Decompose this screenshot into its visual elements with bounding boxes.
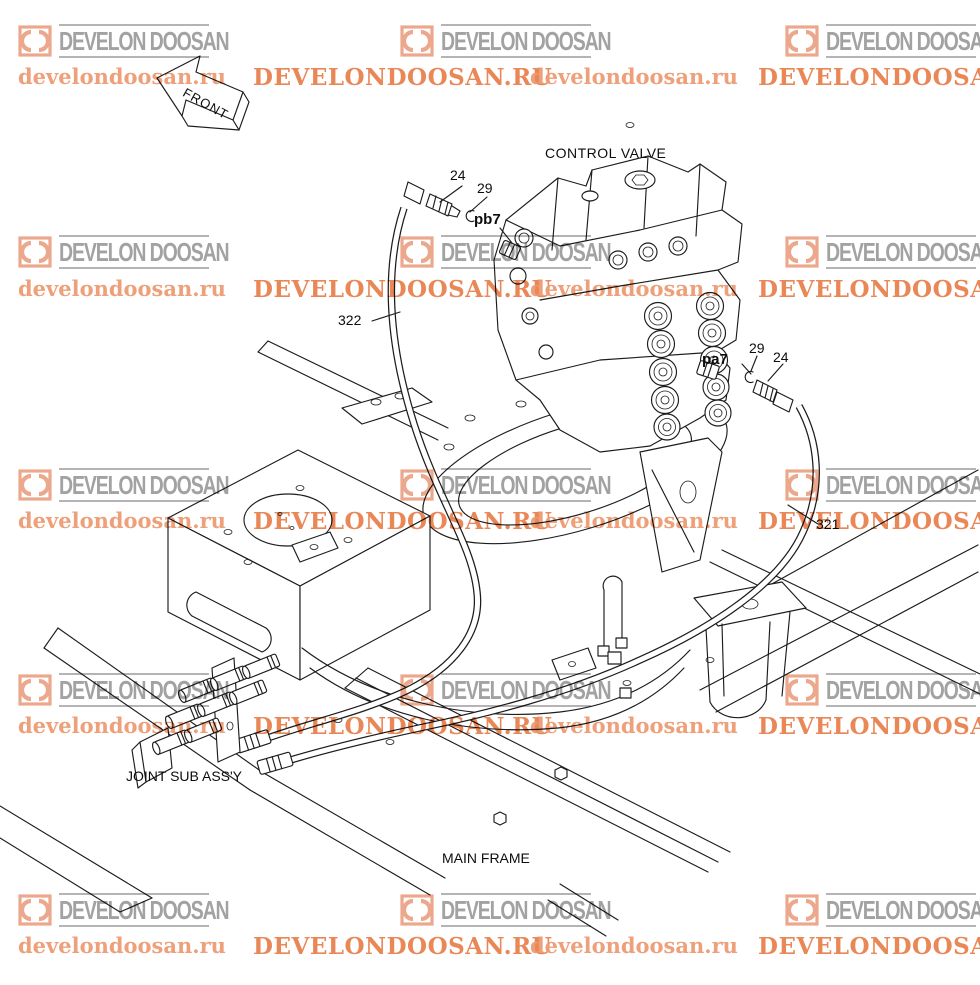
oring-29-right [744, 370, 754, 384]
joint-manifold-fittings [151, 653, 281, 756]
hose-322 [234, 206, 482, 754]
port-pb7-stub [498, 240, 522, 260]
hose-321 [256, 404, 820, 775]
fitting-24-right [752, 379, 794, 413]
main-frame-drawing [0, 122, 980, 937]
support-box [167, 449, 431, 681]
port-pa7-stub [696, 360, 720, 380]
joint-sub-assembly [131, 653, 281, 789]
control-valve-drawing [493, 155, 743, 453]
valve-port-caps [509, 228, 732, 441]
pedestal-mount [693, 581, 807, 719]
hose-321-end-fitting [256, 751, 294, 775]
fitting-24-top [403, 181, 461, 218]
front-arrow [156, 55, 250, 131]
leader-lines [371, 185, 819, 525]
